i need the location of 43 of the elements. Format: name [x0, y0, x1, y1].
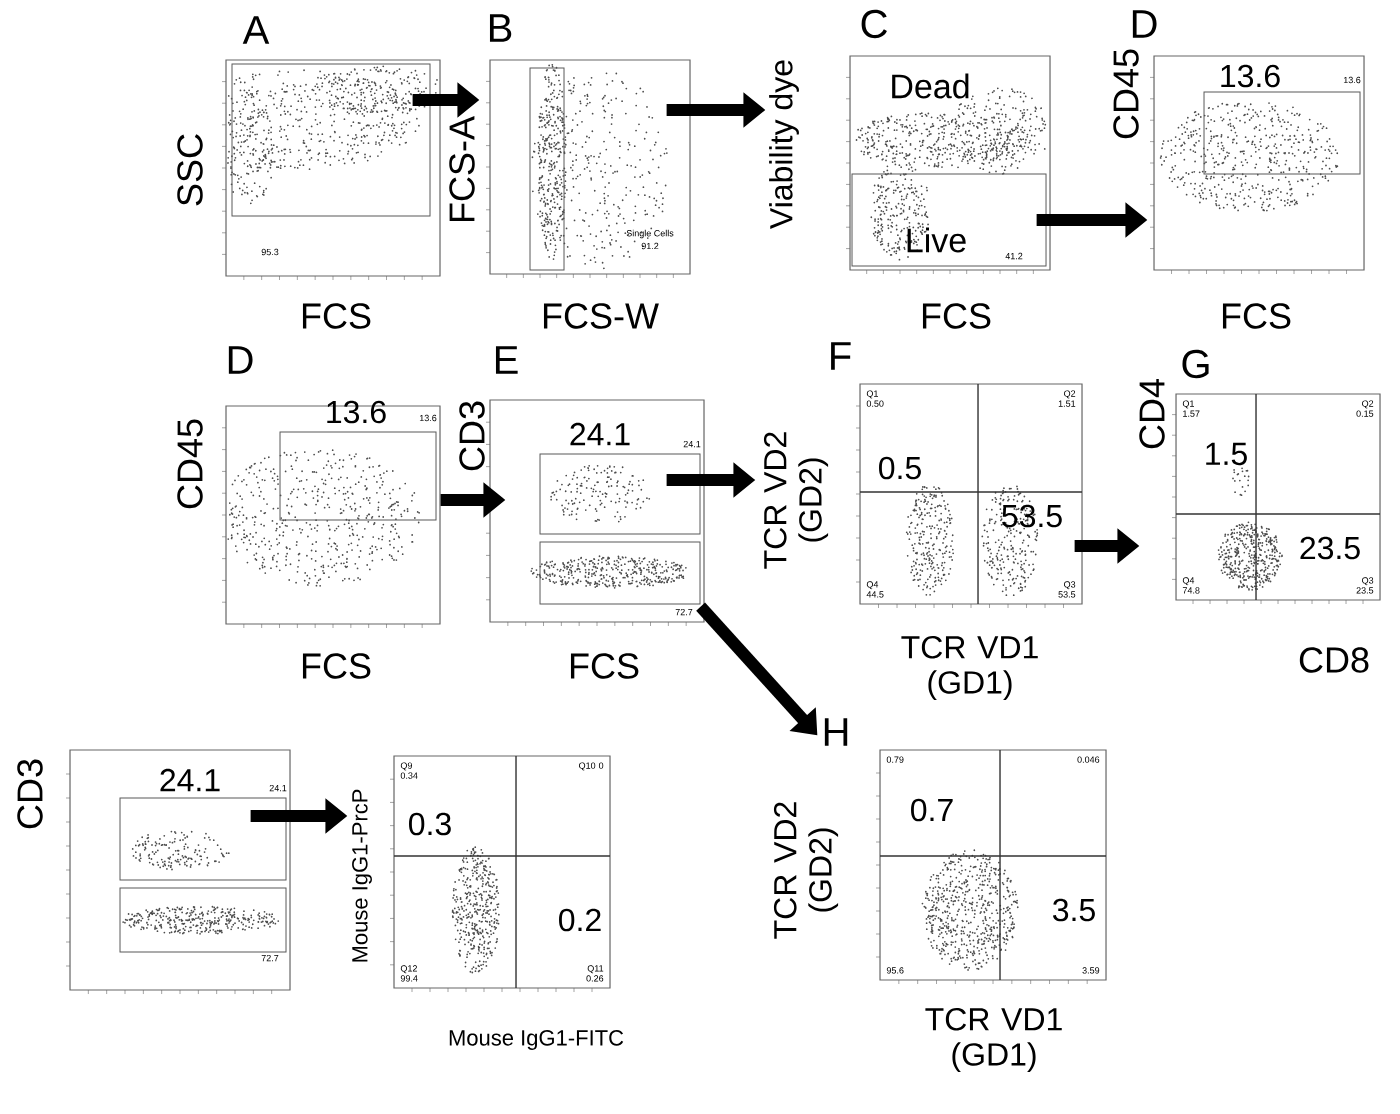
- axis-label: CD45: [177, 419, 203, 509]
- axis-label: TCR VD2 (GD2): [773, 802, 839, 939]
- axis-label: FCS: [302, 653, 371, 679]
- axis-label: Mouse IgG1-FITC: [449, 1030, 624, 1050]
- gate-value: 0.7: [911, 798, 953, 822]
- panel-letter: G: [1182, 349, 1209, 379]
- gate-value: 13.6: [327, 400, 386, 424]
- gate-value: 13.6: [1221, 64, 1280, 88]
- gate-value: 23.5: [1300, 536, 1360, 560]
- panel-letter: D: [1132, 10, 1157, 38]
- panel-letter: B: [489, 14, 512, 42]
- panel-letter: D: [228, 346, 253, 374]
- gate-value: 3.5: [1053, 898, 1095, 922]
- gate-name: Live: [907, 227, 966, 253]
- axis-label: CD4: [1139, 379, 1165, 449]
- gate-value: 0.5: [879, 456, 921, 480]
- gate-value: 1.5: [1206, 442, 1247, 466]
- axis-label: TCR VD2 (GD2): [763, 432, 829, 569]
- axis-label: FCS-A: [449, 116, 475, 222]
- axis-label: FCS-W: [544, 303, 659, 329]
- axis-label: CD3: [459, 401, 485, 471]
- axis-label: CD8: [1299, 647, 1369, 673]
- axis-label: SSC: [177, 134, 203, 206]
- gate-value: 0.3: [409, 812, 451, 836]
- panel-letter: A: [242, 16, 270, 44]
- axis-label: FCS: [570, 653, 639, 679]
- axis-label: CD45: [1113, 49, 1139, 139]
- panel-letter: E: [495, 346, 518, 374]
- panel-letter: C: [861, 9, 887, 39]
- axis-label: FCS: [1222, 303, 1291, 329]
- axis-label: Viability dye: [769, 60, 799, 229]
- axis-label: TCR VD1 (GD1): [925, 1007, 1062, 1073]
- gate-value: 24.1: [160, 768, 220, 792]
- axis-label: FCS: [922, 303, 991, 329]
- panel-letter: F: [831, 342, 851, 370]
- panel-letter: H: [824, 718, 848, 746]
- axis-label: CD3: [17, 759, 43, 829]
- gate-value: 24.1: [570, 422, 630, 446]
- gate-value: 0.2: [559, 908, 601, 932]
- gate-name: Dead: [892, 73, 969, 99]
- axis-label: Mouse IgG1-PrcP: [352, 789, 372, 962]
- axis-label: TCR VD1 (GD1): [901, 635, 1038, 701]
- axis-label: FCS: [302, 303, 371, 329]
